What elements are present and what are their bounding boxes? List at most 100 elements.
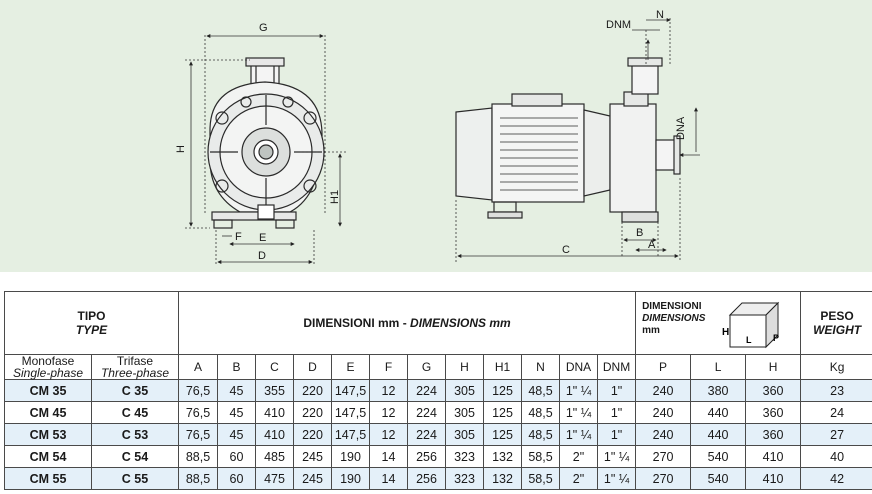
model-three-phase: C 53 (91, 423, 179, 446)
dim-label-h: H (175, 145, 187, 153)
table-cell: 147,5 (331, 401, 370, 424)
table-cell: 240 (635, 401, 692, 424)
table-cell: 23 (800, 379, 872, 402)
table-cell: 410 (745, 467, 802, 490)
table-cell: 270 (635, 467, 692, 490)
table-cell: 220 (293, 401, 332, 424)
table-cell: 1" ¼ (559, 423, 598, 446)
table-cell: 540 (690, 445, 747, 468)
table-cell: 12 (369, 401, 408, 424)
table-cell: 58,5 (521, 445, 560, 468)
pump-drawings: G H H1 F E D (175, 9, 700, 266)
dim-label-g: G (259, 22, 268, 34)
table-cell: 360 (745, 401, 802, 424)
table-cell: 125 (483, 401, 522, 424)
dim-label-h1: H1 (329, 190, 341, 204)
dim-label-a: A (648, 239, 656, 251)
table-cell: 2" (559, 445, 598, 468)
monofase-header: Monofase Single-phase (4, 354, 92, 380)
col-header: L (690, 354, 747, 380)
box-dims-label-it: DIMENSIONI (642, 301, 702, 312)
table-cell: 147,5 (331, 423, 370, 446)
table-cell: 485 (255, 445, 294, 468)
table-cell: 42 (800, 467, 872, 490)
table-cell: 240 (635, 379, 692, 402)
technical-drawing-panel: G H H1 F E D (0, 0, 872, 272)
table-cell: 132 (483, 467, 522, 490)
trifase-header: Trifase Three-phase (91, 354, 179, 380)
front-dimension-lines (185, 34, 346, 266)
table-cell: 410 (255, 401, 294, 424)
table-cell: 24 (800, 401, 872, 424)
table-cell: 14 (369, 467, 408, 490)
table-cell: 220 (293, 423, 332, 446)
model-single-phase: CM 35 (4, 379, 92, 402)
model-single-phase: CM 55 (4, 467, 92, 490)
table-cell: 14 (369, 445, 408, 468)
dim-label-e: E (259, 232, 266, 244)
table-cell: 27 (800, 423, 872, 446)
peso-label: PESO (820, 309, 854, 323)
tipo-header: TIPO TYPE (4, 291, 179, 355)
table-cell: 125 (483, 379, 522, 402)
table-cell: 540 (690, 467, 747, 490)
table-cell: 48,5 (521, 401, 560, 424)
box-dims-label-unit: mm (642, 325, 660, 336)
box-icon-h: H (722, 327, 729, 338)
table-cell: 147,5 (331, 379, 370, 402)
table-cell: 1" ¼ (596, 445, 637, 468)
dim-label-f: F (235, 231, 242, 243)
dim-label-c: C (562, 244, 570, 256)
table-cell: 88,5 (178, 445, 218, 468)
col-header: DNM (596, 354, 637, 380)
table-cell: 1" (596, 401, 637, 424)
dim-label-dnm: DNM (606, 19, 631, 31)
model-three-phase: C 54 (91, 445, 179, 468)
col-header: C (255, 354, 294, 380)
column-header-row: Monofase Single-phase Trifase Three-phas… (4, 354, 872, 380)
table-cell: 88,5 (178, 467, 218, 490)
table-cell: 440 (690, 401, 747, 424)
table-cell: 355 (255, 379, 294, 402)
col-header: G (407, 354, 446, 380)
side-view (455, 57, 681, 223)
dim-label-dna: DNA (675, 116, 687, 140)
table-cell: 245 (293, 445, 332, 468)
model-three-phase: C 45 (91, 401, 179, 424)
col-header: H1 (483, 354, 522, 380)
side-dimension-lines (455, 18, 700, 262)
table-cell: 410 (255, 423, 294, 446)
col-header: Kg (800, 354, 872, 380)
table-cell: 76,5 (178, 423, 218, 446)
table-cell: 45 (217, 423, 256, 446)
table-cell: 1" ¼ (559, 401, 598, 424)
table-cell: 410 (745, 445, 802, 468)
table-cell: 245 (293, 467, 332, 490)
monofase-label: Monofase (21, 354, 75, 368)
table-cell: 360 (745, 379, 802, 402)
model-single-phase: CM 45 (4, 401, 92, 424)
box-icon: H L P (722, 301, 780, 349)
single-phase-label: Single-phase (12, 366, 84, 380)
col-header: F (369, 354, 408, 380)
table-cell: 224 (407, 401, 446, 424)
table-cell: 60 (217, 445, 256, 468)
table-cell: 224 (407, 423, 446, 446)
col-header: B (217, 354, 256, 380)
dim-label-b: B (636, 227, 643, 239)
table-cell: 360 (745, 423, 802, 446)
col-header: P (635, 354, 692, 380)
col-header: DNA (559, 354, 598, 380)
col-header: H (445, 354, 484, 380)
three-phase-label: Three-phase (100, 366, 170, 380)
model-single-phase: CM 54 (4, 445, 92, 468)
table-cell: 48,5 (521, 423, 560, 446)
dimensions-title: DIMENSIONI mm (303, 316, 400, 330)
weight-header: PESO WEIGHT (800, 291, 872, 355)
table-header-row: TIPO TYPE DIMENSIONI mm - DIMENSIONS mm … (4, 291, 872, 355)
table-cell: 60 (217, 467, 256, 490)
tipo-label: TIPO (77, 309, 106, 323)
col-header: A (178, 354, 218, 380)
